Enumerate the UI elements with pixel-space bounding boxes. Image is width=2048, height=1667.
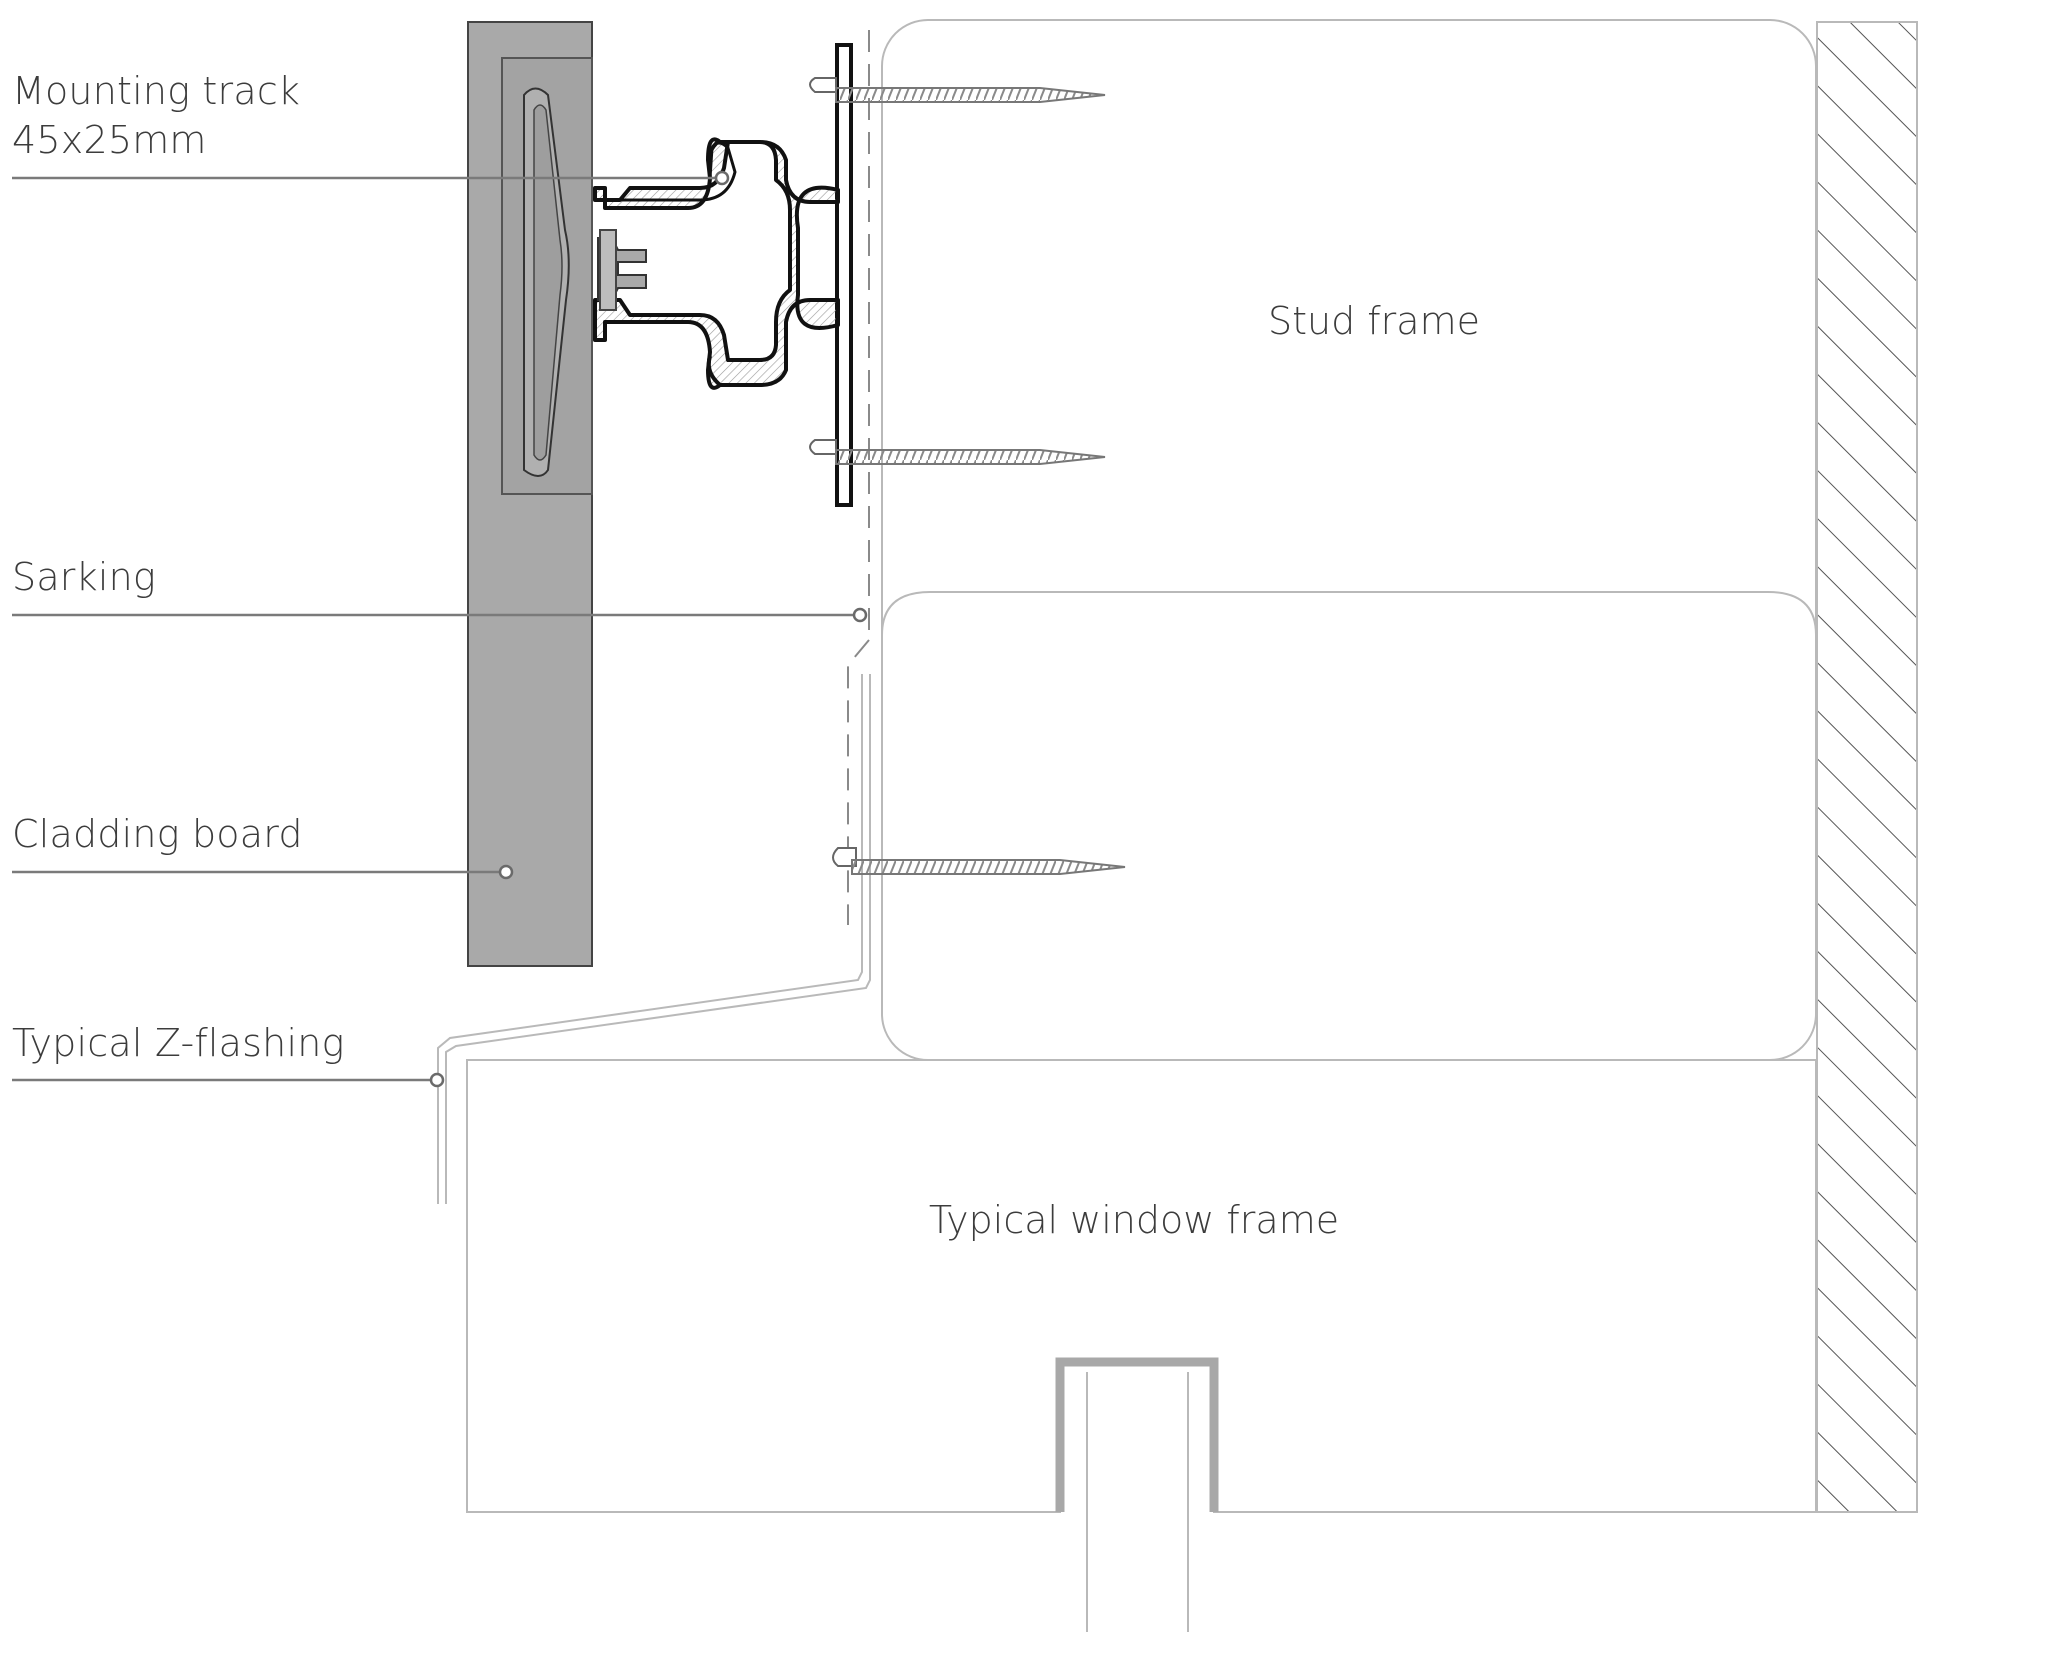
label-sarking: Sarking <box>12 555 156 599</box>
label-cladding-board: Cladding board <box>12 812 303 856</box>
label-z-flashing: Typical Z-flashing <box>12 1021 345 1065</box>
cladding-board <box>467 21 593 967</box>
wall-hatch <box>1816 21 1918 1513</box>
leader-sarking <box>12 607 868 623</box>
sarking-membrane <box>847 30 870 925</box>
label-window-frame: Typical window frame <box>929 1198 1339 1242</box>
mounting-track <box>593 43 853 507</box>
stud-frame <box>881 19 1817 1061</box>
screw-middle <box>809 439 1106 465</box>
screw-bottom <box>832 847 1126 875</box>
screw-top <box>809 77 1106 103</box>
label-mounting-track-line1: Mounting track <box>12 69 300 113</box>
label-mounting-track-line2: 45x25mm <box>12 118 207 162</box>
leader-z-flashing <box>12 1072 445 1088</box>
label-stud-frame: Stud frame <box>1268 299 1480 343</box>
leader-cladding-board <box>12 864 514 880</box>
window-frame <box>466 1059 1817 1632</box>
leader-mounting-track <box>12 170 730 186</box>
